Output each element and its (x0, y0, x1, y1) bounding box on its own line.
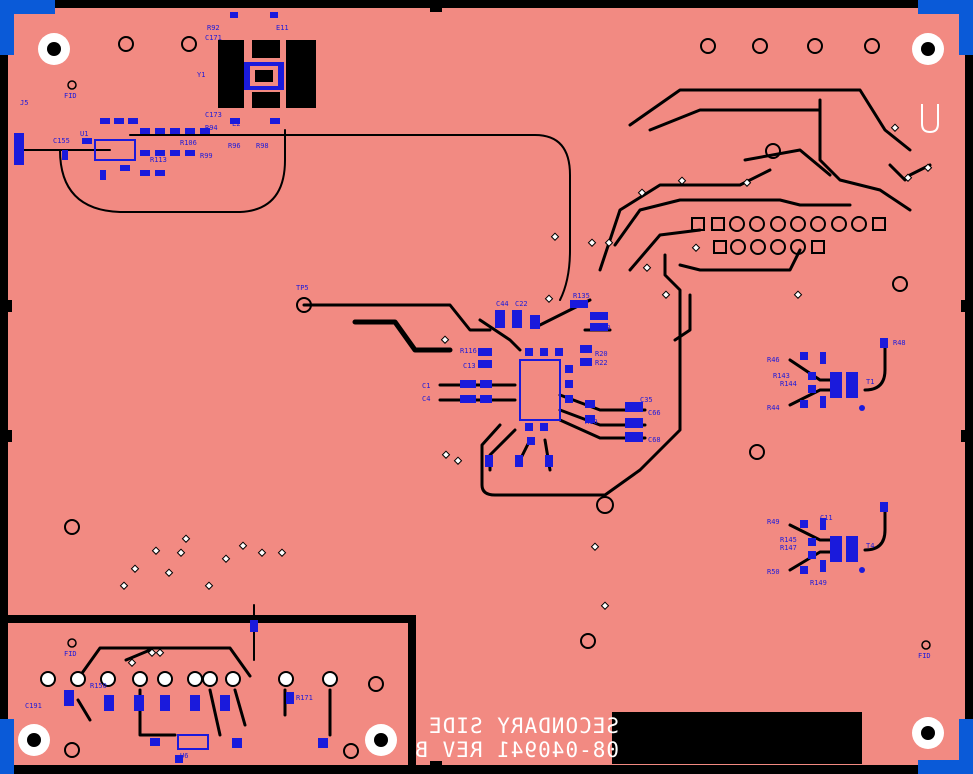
label-r46: R46 (767, 356, 780, 364)
label-c66: C66 (648, 409, 661, 417)
label-r49: R49 (767, 518, 780, 526)
label-r98: R98 (256, 142, 269, 150)
label-c173: C173 (205, 111, 222, 119)
label-fid-bottom-left: FID (64, 650, 77, 658)
silkscreen-title-line1: SECONDARY SIDE (428, 714, 619, 738)
label-fid-bottom-right: FID (918, 652, 931, 660)
label-l2: L2 (232, 120, 240, 128)
fiducials (67, 80, 931, 650)
label-r50: R50 (767, 568, 780, 576)
label-r144: R144 (780, 380, 797, 388)
smd-pads (14, 12, 888, 763)
partition-wall-right (408, 615, 416, 765)
label-r149: R149 (810, 579, 827, 587)
label-r106: R106 (180, 139, 197, 147)
label-r116: R116 (460, 347, 477, 355)
label-r135: R135 (573, 292, 590, 300)
label-c171: C171 (205, 34, 222, 42)
label-c13: C13 (463, 362, 476, 370)
label-r171: R171 (296, 694, 313, 702)
label-r20: R20 (595, 350, 608, 358)
silkscreen-outline-mark (921, 104, 939, 134)
label-c191: C191 (25, 702, 42, 710)
title-block-bg (612, 712, 862, 764)
label-t4: T4 (866, 542, 874, 550)
label-c44: C44 (496, 300, 509, 308)
label-t1: T1 (866, 378, 874, 386)
label-u6: U6 (180, 752, 188, 760)
label-r44: R44 (767, 404, 780, 412)
label-e11: E11 (276, 24, 289, 32)
label-r113: R113 (150, 156, 167, 164)
label-tp5: TP5 (296, 284, 309, 292)
reference-labels: J5 Y1 R92 C171 E11 C173 L2 R94 R96 R98 R… (20, 24, 931, 760)
connector-rings-bottom (40, 671, 338, 687)
label-r99: R99 (200, 152, 213, 160)
label-r22: R22 (595, 359, 608, 367)
label-c1: C1 (422, 382, 430, 390)
corner-marker-top-right-h (918, 0, 973, 14)
label-r92: R92 (207, 24, 220, 32)
corner-marker-top-left-h (0, 0, 55, 14)
label-r94: R94 (205, 124, 218, 132)
header-pads (691, 216, 886, 255)
label-c4: C4 (422, 395, 430, 403)
label-r150: R150 (90, 682, 107, 690)
label-c68: C68 (648, 436, 661, 444)
label-c11: C11 (820, 514, 833, 522)
label-c155: C155 (53, 137, 70, 145)
corner-marker-bottom-right-h (918, 760, 973, 774)
label-r143: R143 (773, 372, 790, 380)
label-c35: C35 (640, 396, 653, 404)
silkscreen-title-block: SECONDARY SIDE 08-040941 REV B (414, 712, 862, 764)
label-r145: R145 (780, 536, 797, 544)
label-j5: J5 (20, 99, 28, 107)
mounting-holes (18, 33, 944, 756)
corner-marker-bottom-left (0, 719, 14, 774)
crystal-y1 (218, 40, 316, 108)
label-r19: R19 (585, 418, 598, 426)
label-c50: C50 (598, 324, 611, 332)
edge-notches (8, 8, 965, 765)
partition-wall-top (8, 615, 416, 623)
label-u1: U1 (80, 130, 88, 138)
silkscreen-title-line2: 08-040941 REV B (414, 738, 619, 762)
label-r96: R96 (228, 142, 241, 150)
label-c22: C22 (515, 300, 528, 308)
label-fid-top-left: FID (64, 92, 77, 100)
label-r147: R147 (780, 544, 797, 552)
label-r48: R48 (893, 339, 906, 347)
label-y1: Y1 (197, 71, 205, 79)
vias (119, 123, 933, 667)
